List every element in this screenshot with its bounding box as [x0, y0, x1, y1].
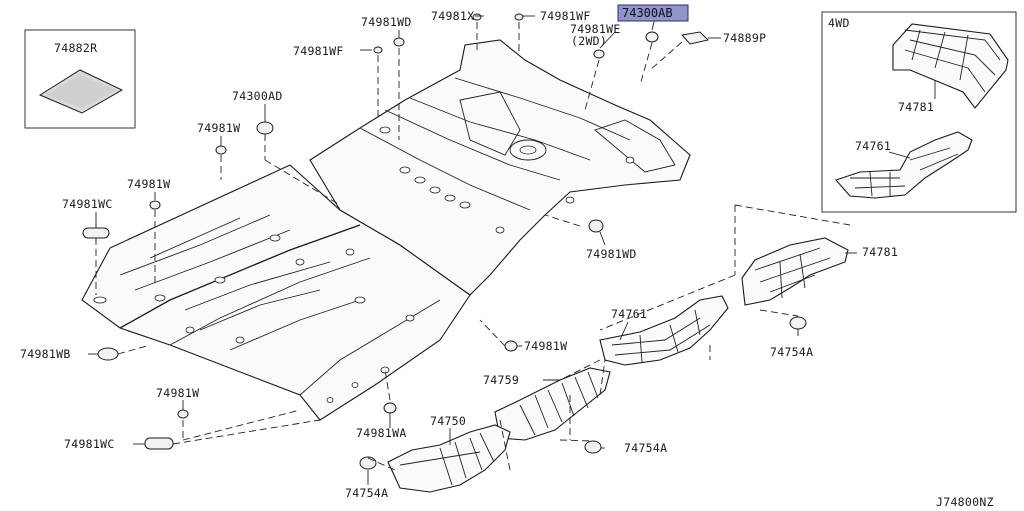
heat-insulator-74761 — [599, 295, 729, 366]
inset-insulator-upper — [892, 23, 1009, 109]
callout-74981W-4[interactable]: 74981W — [156, 386, 199, 400]
callout-74889P[interactable]: 74889P — [723, 31, 766, 45]
grommet-74300AB — [645, 31, 659, 43]
callout-74761[interactable]: 74761 — [611, 307, 647, 321]
plug-74981WB — [97, 347, 119, 361]
inset-4wd: 4WD 74781 74761 — [821, 11, 1017, 213]
callout-74981WB[interactable]: 74981WB — [20, 347, 71, 361]
grommet-74754A-r — [789, 316, 807, 330]
callout-74981WE[interactable]: 74981WE — [570, 22, 621, 36]
callout-74754A-bottom[interactable]: 74754A — [345, 486, 388, 500]
callout-74981WC-1[interactable]: 74981WC — [62, 197, 113, 211]
grommet-74754A-b — [359, 456, 377, 470]
heat-insulator-74781 — [741, 237, 849, 306]
mat-box: 74882R — [24, 29, 136, 129]
plug-74981WC-2 — [144, 437, 174, 450]
diagram-id: J74800NZ — [936, 495, 994, 509]
callout-74759[interactable]: 74759 — [483, 373, 519, 387]
clip-74981W-3 — [504, 340, 518, 352]
callout-74981WF-top[interactable]: 74981WF — [540, 9, 591, 23]
inset-label: 4WD — [828, 16, 850, 30]
clip-74981W-2 — [149, 200, 161, 210]
callout-74981WD-top[interactable]: 74981WD — [361, 15, 412, 29]
floor-panel — [81, 39, 691, 421]
callout-74981WC-2[interactable]: 74981WC — [64, 437, 115, 451]
clip-74981X — [472, 13, 482, 21]
callout-74981WF-left[interactable]: 74981WF — [293, 44, 344, 58]
clip-74981W-1 — [215, 145, 227, 155]
clip-74981WF-top — [514, 13, 524, 21]
inset-part-74761[interactable]: 74761 — [855, 139, 891, 153]
pad-74889P — [681, 31, 709, 45]
grommet-74300AD — [256, 121, 274, 135]
grommets — [82, 13, 807, 470]
callout-74750[interactable]: 74750 — [430, 414, 466, 428]
heat-insulator-74759 — [494, 367, 611, 441]
plug-74981WC-1 — [82, 227, 110, 239]
inset-insulator-lower — [835, 131, 973, 199]
callout-74981WE-note: (2WD) — [571, 34, 607, 48]
grommet-74754A-m — [584, 440, 602, 454]
callout-74300AD[interactable]: 74300AD — [232, 89, 283, 103]
callout-74981WD-mid[interactable]: 74981WD — [586, 247, 637, 261]
heat-insulator-74750 — [387, 424, 511, 493]
callout-74981WA[interactable]: 74981WA — [356, 426, 407, 440]
callout-74781[interactable]: 74781 — [862, 245, 898, 259]
clip-74981W-4 — [177, 409, 189, 419]
dashed-leaders — [95, 22, 851, 471]
clip-74981WF-left — [373, 46, 383, 54]
highlight-box[interactable] — [617, 4, 689, 22]
callout-labels: 74981WD 74981X 74981WF 74981WE (2WD) 743… — [20, 4, 994, 509]
inset-part-74781[interactable]: 74781 — [898, 100, 934, 114]
grommet-74981WD-top — [393, 37, 405, 47]
callout-74754A-right[interactable]: 74754A — [770, 345, 813, 359]
callout-74300AB-highlighted[interactable]: 74300AB — [622, 6, 673, 20]
mat-part-label[interactable]: 74882R — [54, 41, 97, 55]
callout-74981X[interactable]: 74981X — [431, 9, 474, 23]
callout-74754A-mid[interactable]: 74754A — [624, 441, 667, 455]
grommet-74981WE — [593, 49, 605, 59]
callout-74981W-2[interactable]: 74981W — [127, 177, 170, 191]
callout-74981W-1[interactable]: 74981W — [197, 121, 240, 135]
grommet-74981WA — [383, 402, 397, 414]
callout-74981W-3[interactable]: 74981W — [524, 339, 567, 353]
grommet-74981WD-mid — [588, 219, 604, 233]
